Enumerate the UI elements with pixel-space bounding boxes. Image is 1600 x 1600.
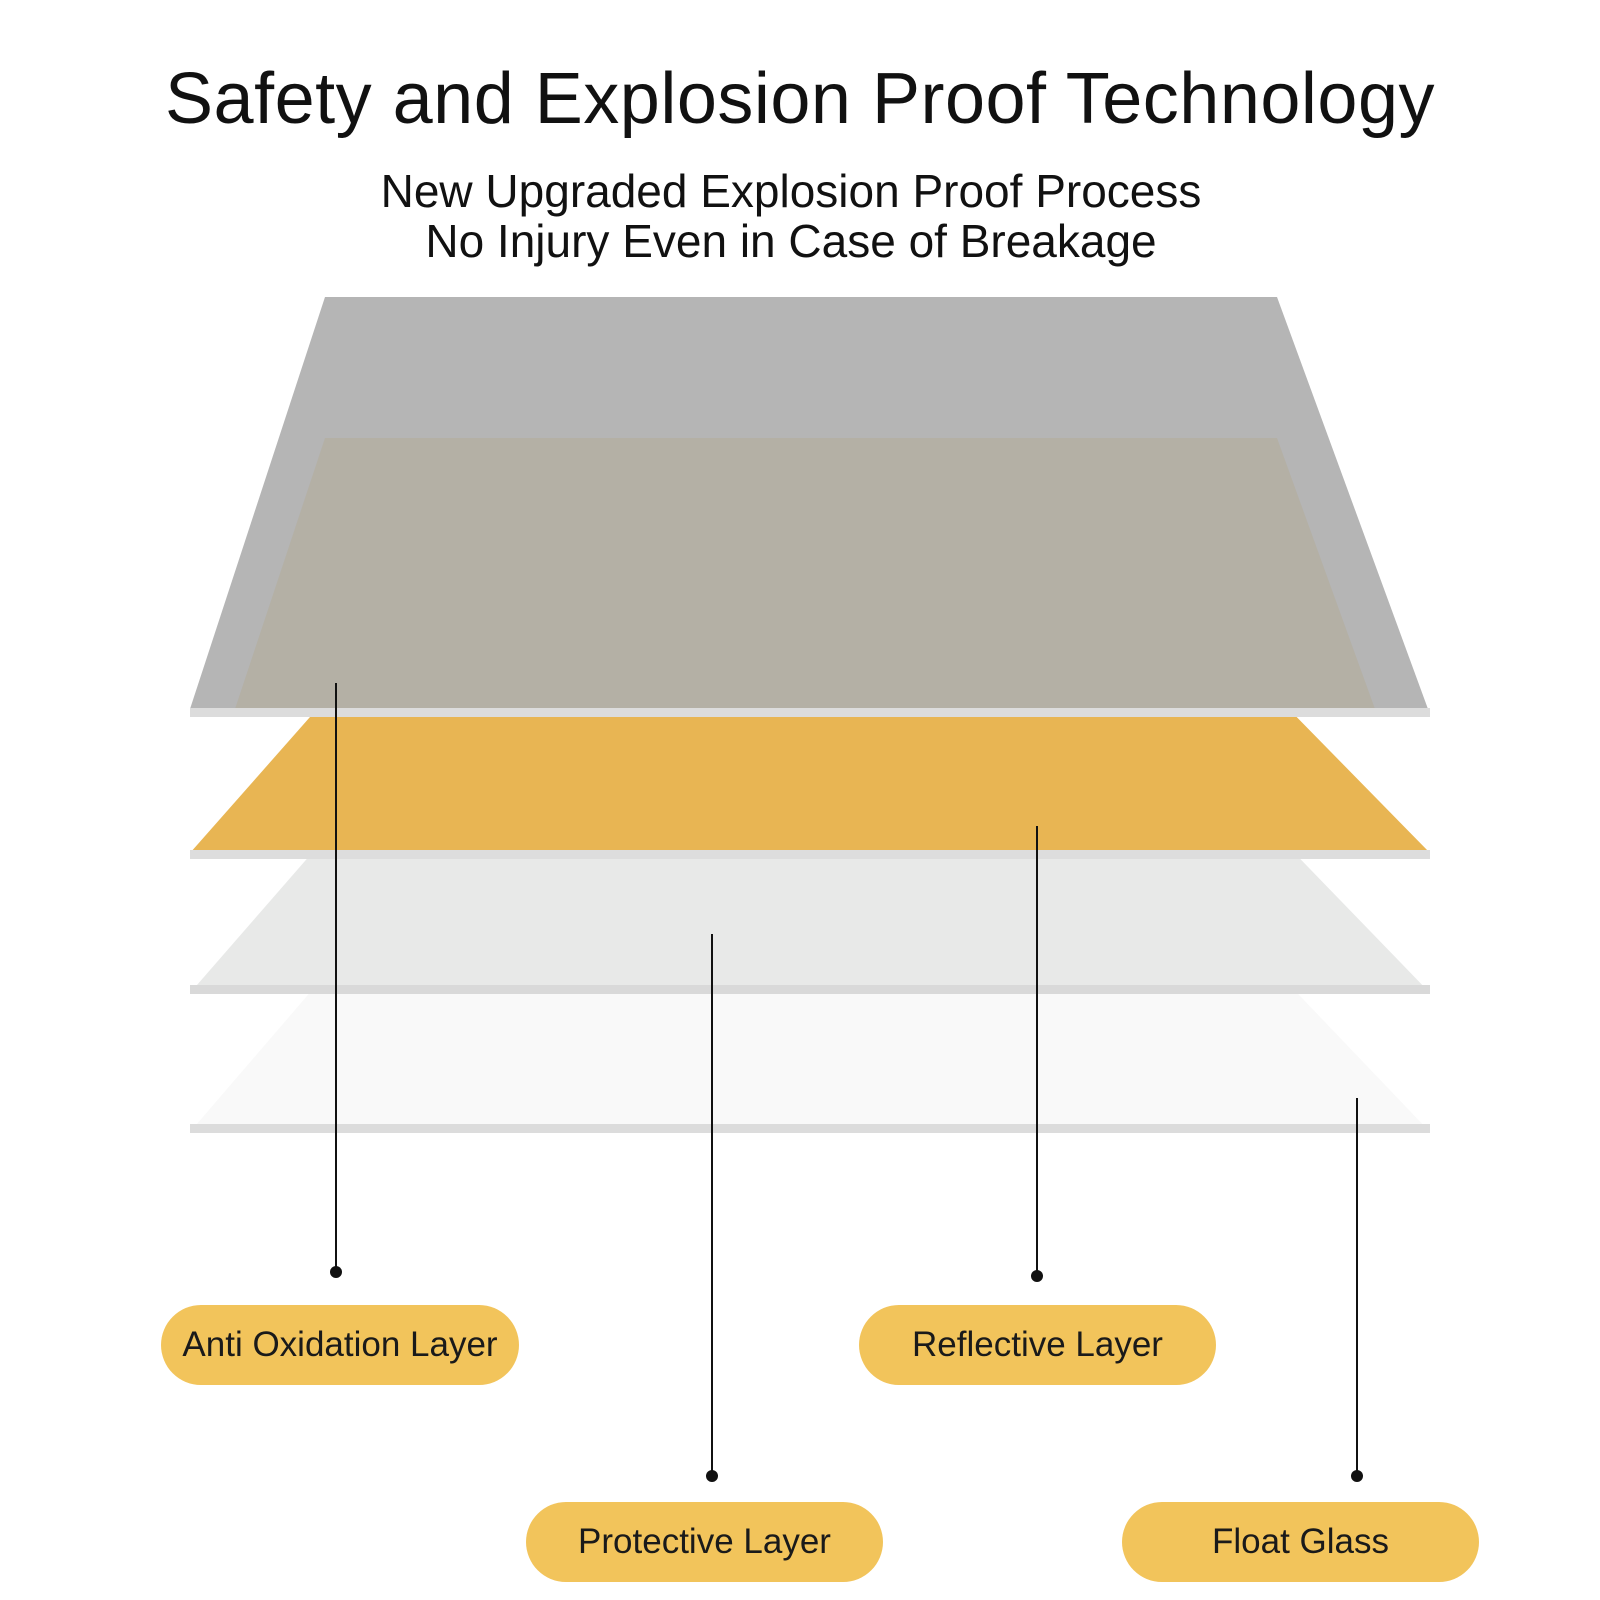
anti-oxidation-layer-plate <box>190 297 1430 717</box>
float-glass-plate <box>190 975 1430 1133</box>
protective-leader <box>706 934 718 1482</box>
reflective-layer-plate <box>190 700 1430 859</box>
reflective-leader <box>1031 826 1043 1282</box>
anti-oxidation-layer-label: Anti Oxidation Layer <box>161 1305 519 1385</box>
subtitle-line-1: New Upgraded Explosion Proof Process <box>380 165 1202 217</box>
page-title: Safety and Explosion Proof Technology <box>165 59 1435 139</box>
reflective-layer-label: Reflective Layer <box>859 1305 1216 1385</box>
float-glass-leader <box>1351 1098 1363 1482</box>
subtitle-line-2: No Injury Even in Case of Breakage <box>425 215 1157 267</box>
protective-layer-label: Protective Layer <box>526 1502 883 1582</box>
anti-oxidation-leader <box>330 683 342 1278</box>
protective-layer-plate <box>190 838 1430 994</box>
float-glass-label: Float Glass <box>1122 1502 1479 1582</box>
